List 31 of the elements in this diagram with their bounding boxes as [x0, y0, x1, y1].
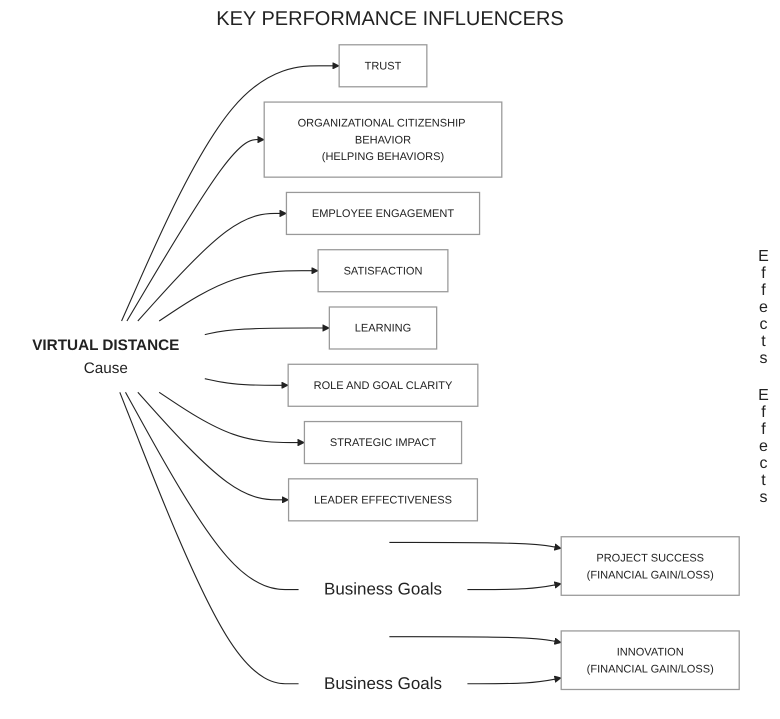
connector — [119, 392, 299, 684]
node-box: EMPLOYEE ENGAGEMENT — [286, 192, 480, 236]
node-text: Business Goals — [324, 674, 442, 694]
node-box: SATISFACTION — [317, 249, 449, 292]
arrow — [121, 62, 340, 322]
node-text: VIRTUAL DISTANCE — [32, 336, 180, 354]
connector — [125, 392, 299, 590]
arrow — [389, 636, 562, 645]
node-box: ORGANIZATIONAL CITIZENSHIP BEHAVIOR (HELPING BEHAVIORS) — [264, 101, 502, 178]
node-label: Cause — [84, 359, 128, 376]
arrow — [204, 378, 288, 389]
arrow — [389, 542, 562, 551]
arrow — [158, 266, 318, 322]
arrow — [137, 392, 289, 504]
node-box: LEADER EFFECTIVENESS — [288, 478, 478, 522]
node-box: PROJECT SUCCESS (FINANCIAL GAIN/LOSS) — [560, 536, 740, 596]
vertical-label: Effects — [754, 248, 772, 367]
vertical-label: Effects — [754, 387, 772, 506]
node-box: ROLE AND GOAL CLARITY — [288, 364, 478, 407]
node-box: INNOVATION (FINANCIAL GAIN/LOSS) — [560, 630, 740, 690]
arrow — [204, 324, 330, 336]
node-box: STRATEGIC IMPACT — [304, 420, 462, 464]
arrow — [126, 136, 265, 322]
diagram-title: KEY PERFORMANCE INFLUENCERS — [216, 8, 564, 31]
node-text: Business Goals — [324, 580, 442, 599]
arrow — [467, 676, 562, 684]
node-box: TRUST — [338, 44, 428, 88]
node-box: LEARNING — [328, 306, 438, 350]
arrow — [137, 210, 287, 322]
arrow — [467, 581, 562, 590]
arrow — [158, 392, 305, 446]
